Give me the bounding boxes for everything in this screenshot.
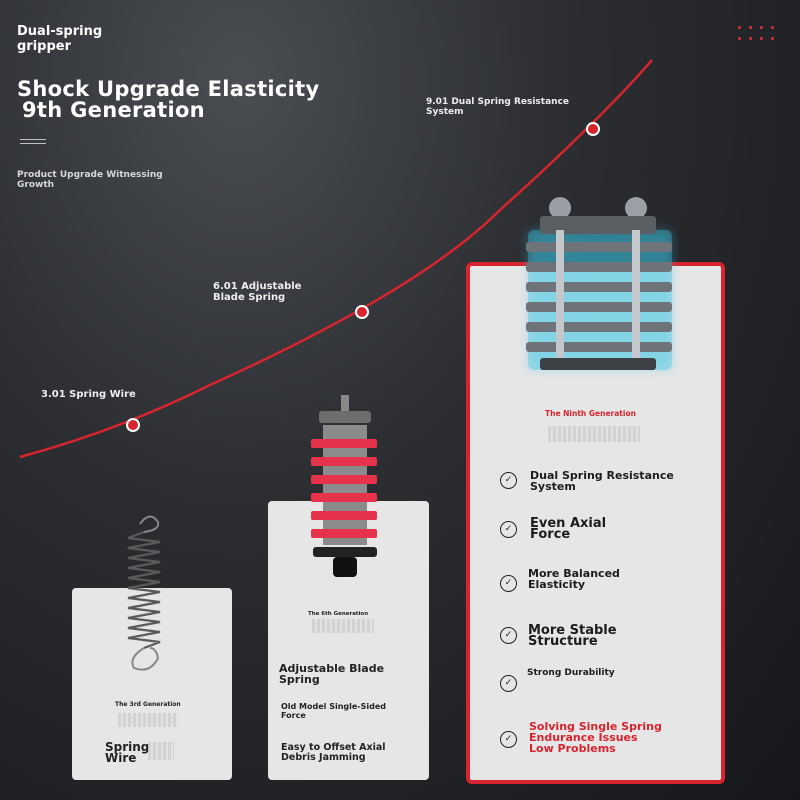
decorative-dots	[738, 26, 778, 42]
card-gen9-smudge	[548, 426, 640, 442]
milestone-label: 9.01 Dual Spring Resistance System	[426, 97, 569, 117]
card-gen6-name: Adjustable Blade Spring	[279, 662, 385, 686]
card-gen9-generation: The Ninth Generation	[545, 409, 636, 418]
blade-spring-image	[311, 395, 377, 577]
tagline: Product Upgrade Witnessing Growth	[17, 170, 163, 190]
product-subtitle: Dual-spring gripper	[17, 24, 103, 54]
title-divider	[20, 143, 46, 144]
title-divider	[20, 139, 46, 140]
card-gen3-smudge	[118, 713, 178, 727]
check-icon: ✓	[500, 521, 517, 538]
feature-6: Solving Single Spring Endurance Issues L…	[529, 720, 662, 755]
feature-1: Dual Spring Resistance System	[530, 469, 674, 493]
check-icon: ✓	[500, 731, 517, 748]
spring-wire-image	[127, 515, 161, 671]
check-icon: ✓	[500, 627, 517, 644]
feature-2: Even Axial Force	[530, 516, 607, 542]
check-icon: ✓	[500, 675, 517, 692]
feature-3: More Balanced Elasticity	[528, 567, 620, 591]
page-title-line1: Shock Upgrade Elasticity	[17, 77, 320, 101]
milestone-label: 3.01 Spring Wire	[41, 389, 136, 400]
card-gen3-generation: The 3rd Generation	[115, 701, 181, 708]
dual-spring-image	[526, 197, 672, 370]
card-gen6-generation: The 6th Generation	[308, 611, 369, 617]
feature-4: More Stable Structure	[528, 623, 617, 649]
check-icon: ✓	[500, 575, 517, 592]
page-title-line2: 9th Generation	[22, 98, 205, 122]
check-icon: ✓	[500, 472, 517, 489]
milestone-label: 6.01 Adjustable Blade Spring	[213, 281, 302, 303]
card-gen3-smudge	[148, 742, 174, 760]
card-gen6-desc1: Old Model Single-Sided Force	[281, 702, 386, 720]
milestone-dot	[586, 122, 600, 136]
milestone-dot	[126, 418, 140, 432]
card-gen3-name: Spring Wire	[105, 740, 150, 765]
card-gen6-smudge	[312, 619, 374, 633]
card-gen6-desc2: Easy to Offset Axial Debris Jamming	[281, 742, 386, 763]
feature-5: Strong Durability	[527, 668, 615, 678]
milestone-dot	[355, 305, 369, 319]
